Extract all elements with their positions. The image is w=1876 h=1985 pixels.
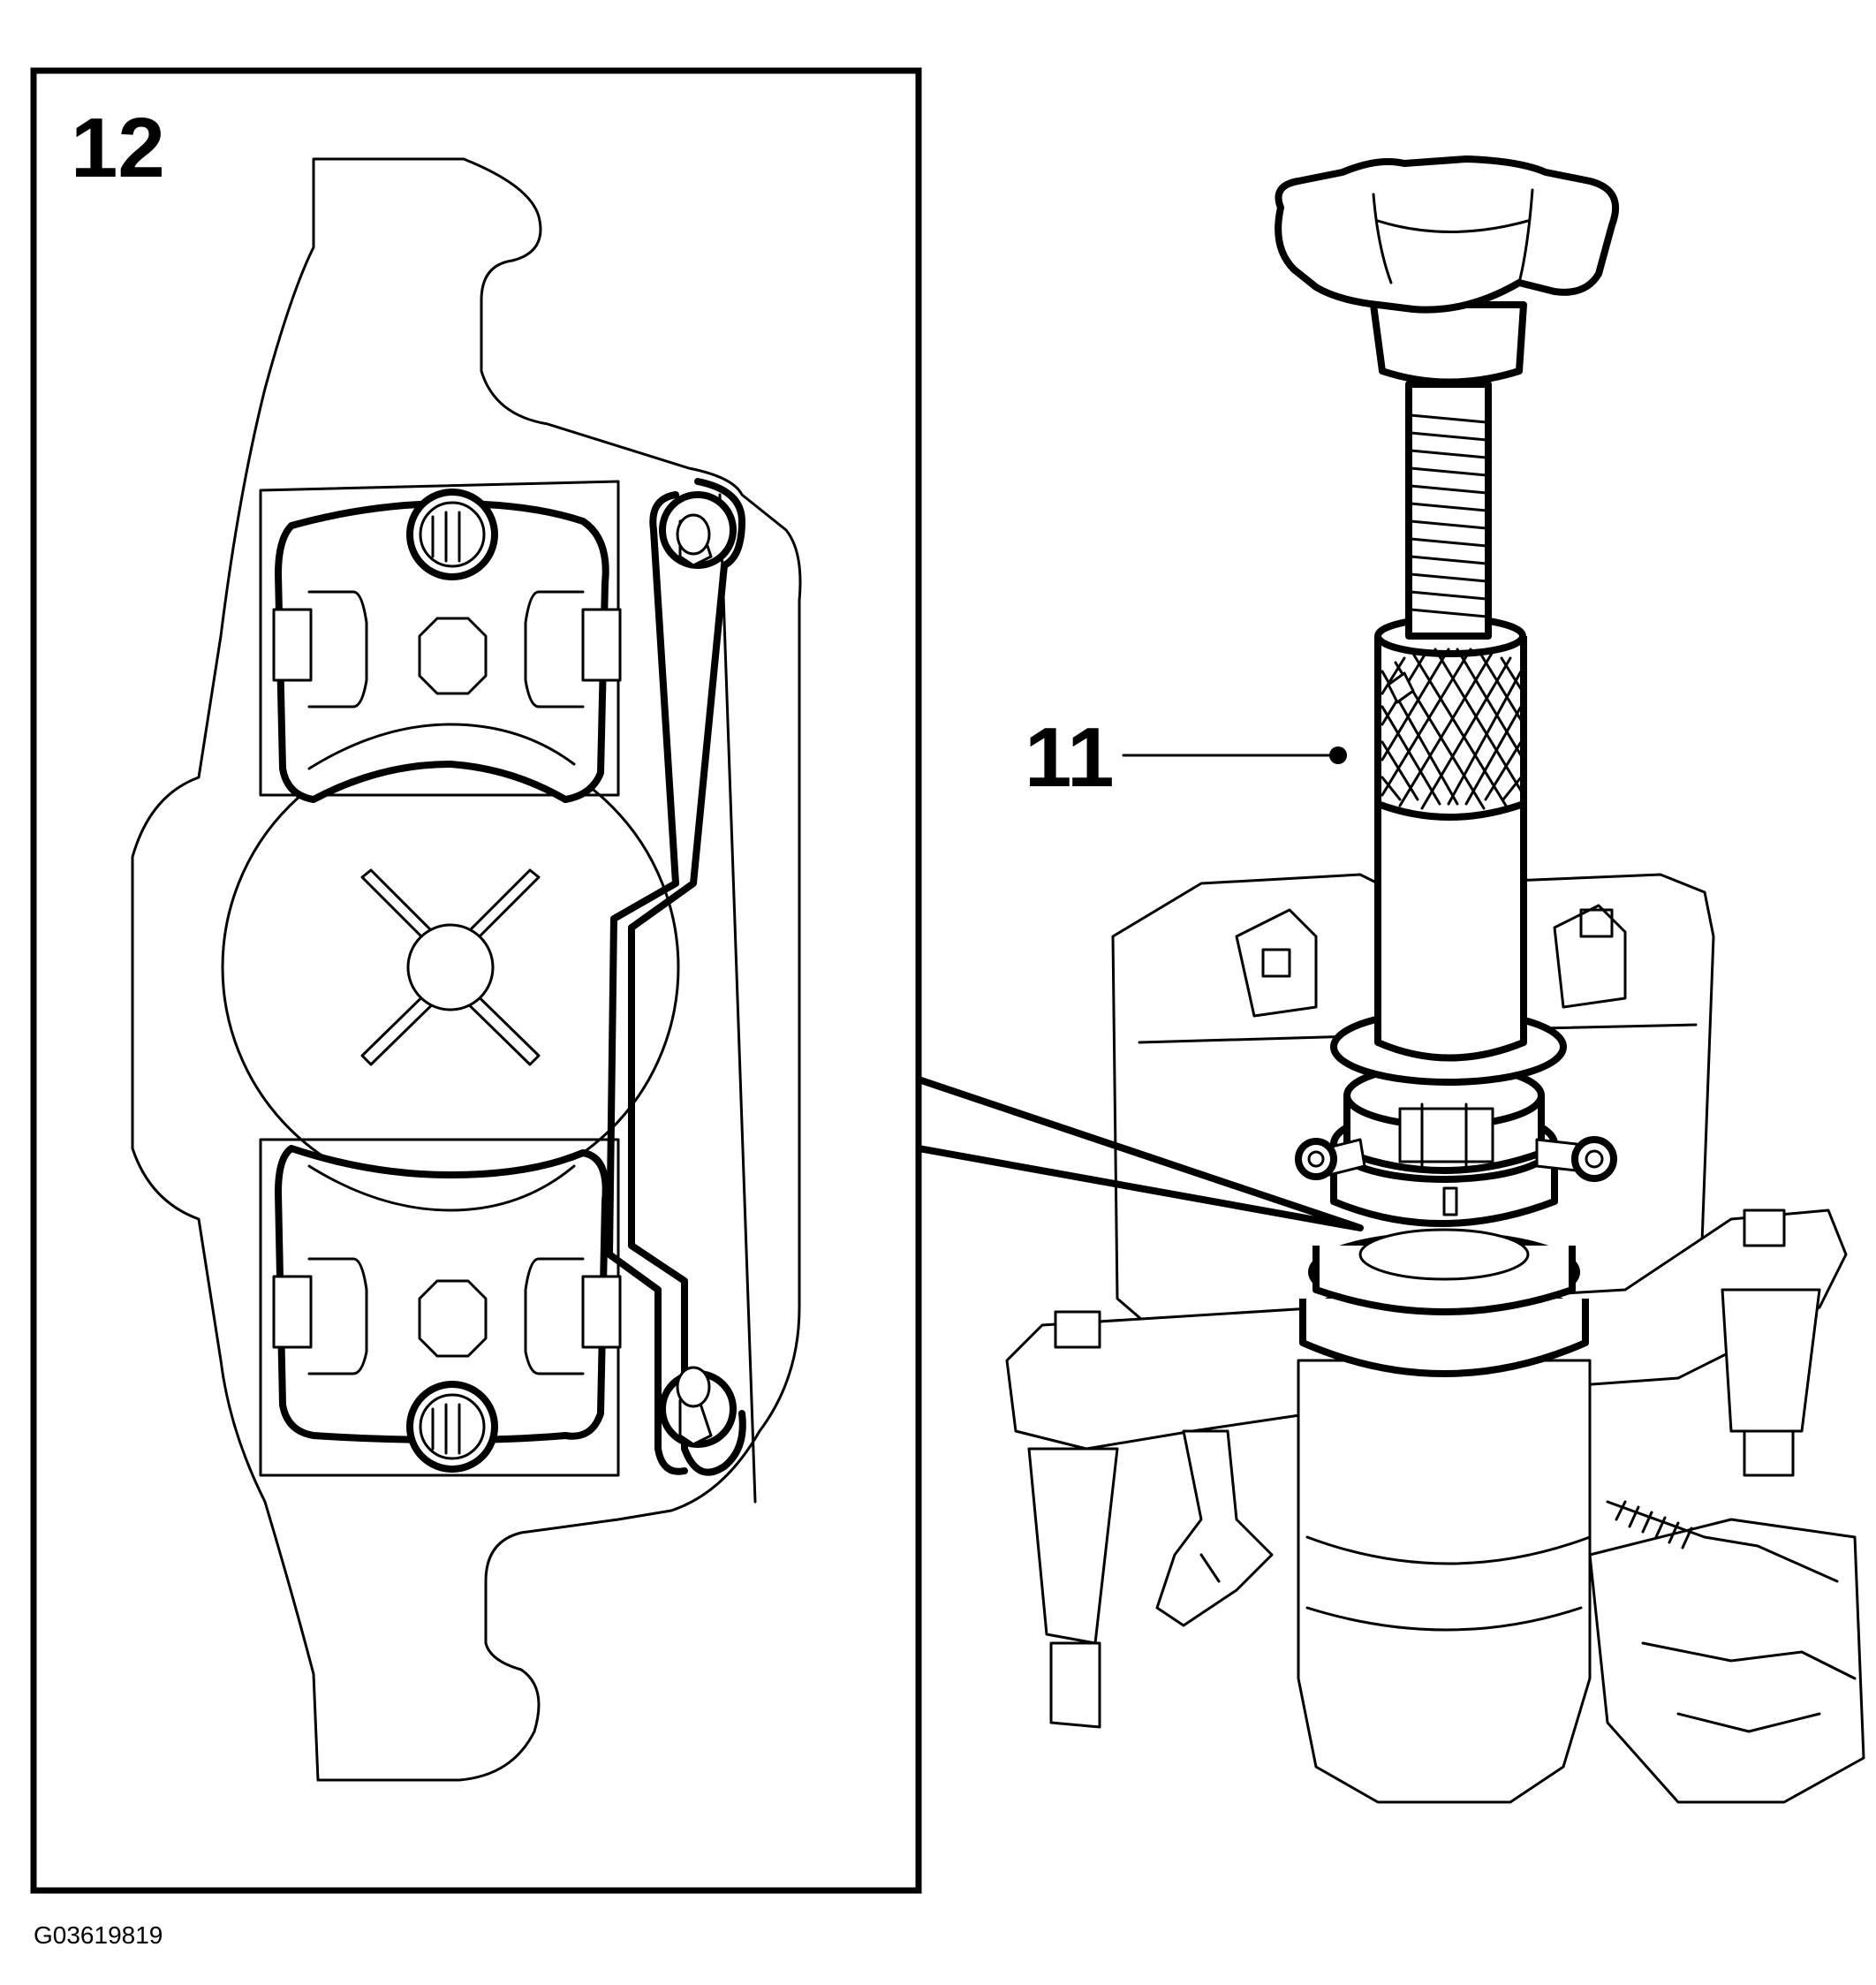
figure-id-label: G03619819	[34, 1921, 163, 1949]
threaded-spindle	[1405, 381, 1492, 640]
knurled-grip	[1381, 648, 1523, 810]
mounting-bolt-right	[1721, 1208, 1821, 1477]
callout-11-label: 11	[1025, 710, 1114, 805]
spring-end-top	[659, 491, 737, 569]
tool-adapter-plate	[1330, 1062, 1558, 1227]
pad-retaining-pin-top	[406, 489, 498, 580]
star-knob	[1275, 155, 1619, 386]
callout-11-leader	[1122, 746, 1347, 764]
piston-compression-tool	[1275, 155, 1619, 1227]
wing-bolt-right	[1535, 1136, 1617, 1182]
spring-end-bottom	[659, 1366, 737, 1448]
detail-zoom-wedge	[915, 1076, 1364, 1231]
brake-pad-top	[259, 480, 622, 803]
return-spring	[1606, 1500, 1839, 1583]
detail-number-label: 12	[71, 101, 165, 195]
wing-bolt-left	[1295, 1138, 1366, 1180]
anti-rattle-spring	[606, 478, 746, 1476]
brake-pad-bottom	[259, 1138, 622, 1477]
mounting-bolt-left	[1027, 1310, 1119, 1729]
detail-view-12: 12	[30, 67, 922, 1894]
pad-retaining-pin-bottom	[406, 1381, 498, 1473]
caliper-piston	[1299, 1228, 1589, 1377]
